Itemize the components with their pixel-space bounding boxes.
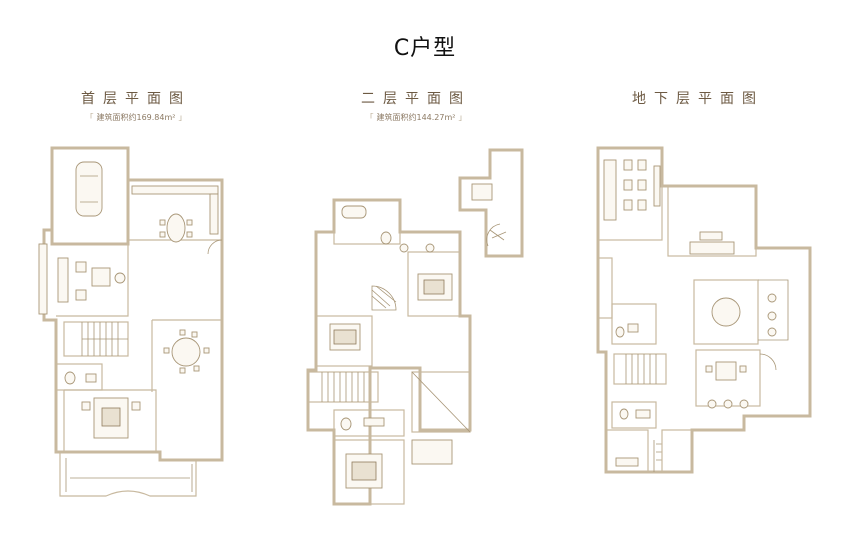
round-table-icon bbox=[171, 337, 201, 367]
round-table-basement-icon bbox=[711, 297, 741, 327]
ground-floor-area: 「建筑面积约169.84m²」 bbox=[16, 112, 256, 123]
dining-table-icon bbox=[166, 213, 186, 243]
ground-floor-plan bbox=[38, 146, 224, 497]
bracket-close: 」 bbox=[458, 113, 467, 122]
bathtub-icon bbox=[341, 205, 367, 219]
bracket-open: 「 bbox=[85, 113, 94, 122]
dining-table-basement-icon bbox=[715, 361, 737, 381]
basement-plan bbox=[596, 146, 812, 474]
bracket-close: 」 bbox=[178, 113, 187, 122]
second-floor-title: 二层平面图 bbox=[361, 91, 471, 107]
bracket-open: 「 bbox=[365, 113, 374, 122]
second-floor-plan bbox=[306, 148, 524, 506]
sofa-icon-basement bbox=[689, 241, 735, 255]
ground-floor-area-text: 建筑面积约169.84m² bbox=[96, 113, 176, 122]
ground-floor-title: 首层平面图 bbox=[81, 91, 191, 107]
sofa-icon bbox=[57, 257, 69, 303]
page-title: C户型 bbox=[393, 36, 457, 61]
second-floor-area-text: 建筑面积约144.27m² bbox=[376, 113, 456, 122]
car-icon bbox=[75, 161, 103, 217]
basement-title: 地下层平面图 bbox=[632, 91, 764, 107]
second-floor-area: 「建筑面积约144.27m²」 bbox=[296, 112, 536, 123]
